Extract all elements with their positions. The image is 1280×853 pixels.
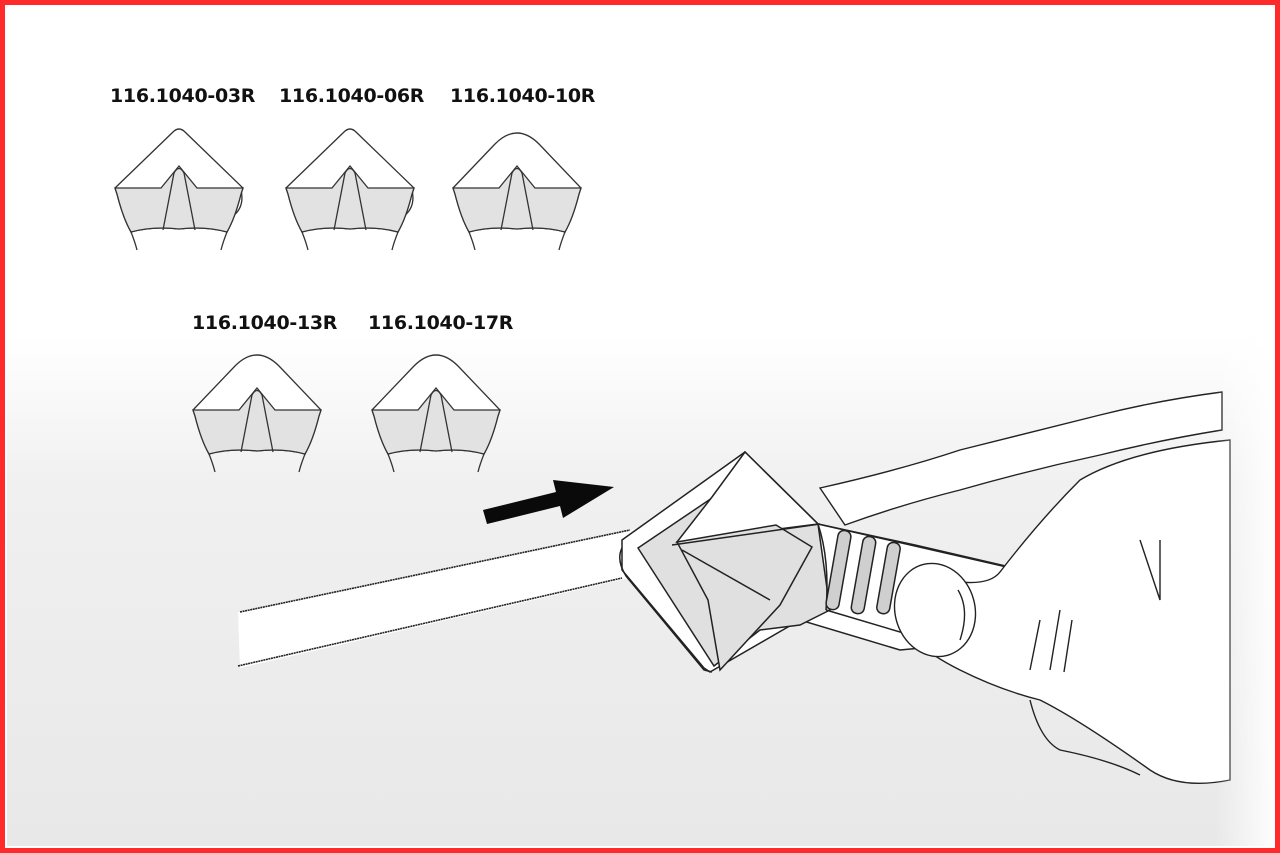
hand [893, 439, 1231, 784]
illustration-frame: 116.1040-03R 116.1040-06R 116.1040-10R 1… [5, 5, 1275, 848]
profile-jaw-13r [192, 354, 322, 473]
profile-jaw-03r [114, 128, 244, 251]
arrow-right-icon [483, 480, 614, 524]
profile-label-17r: 116.1040-17R [368, 312, 514, 334]
profile-label-10r: 116.1040-10R [450, 85, 596, 107]
profile-jaw-10r [452, 132, 582, 251]
profile-jaw-06r [285, 128, 415, 251]
profile-jaw-17r [371, 354, 501, 473]
profile-label-13r: 116.1040-13R [192, 312, 338, 334]
profile-label-06r: 116.1040-06R [279, 85, 425, 107]
profile-label-03r: 116.1040-03R [110, 85, 256, 107]
bar [238, 528, 655, 668]
